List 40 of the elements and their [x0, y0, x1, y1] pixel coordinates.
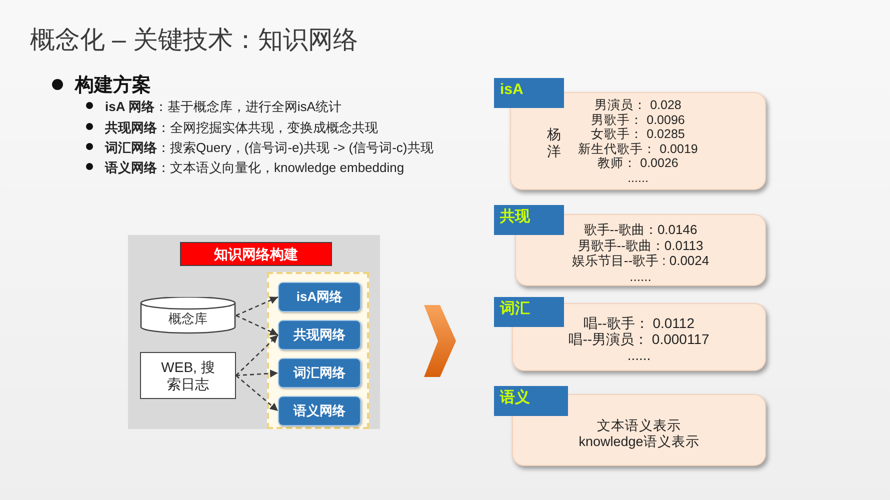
dashed-arrow [236, 314, 278, 336]
text-line: knowledge语义表示 [578, 434, 700, 450]
text-line: 新生代歌手： 0.0019 [578, 142, 698, 156]
bullet-text: 共现网络：全网挖掘实体共现，变换成概念共现 [105, 119, 378, 137]
bullet-text: 词汇网络：搜索Query，(信号词-e)共现 -> (信号词-c)共现 [105, 139, 434, 157]
text-line: 唱--男演员： 0.000117 [568, 331, 710, 347]
network-box: 词汇网络 [278, 358, 361, 388]
bullet-text: isA 网络：基于概念库，进行全网isA统计 [105, 98, 342, 116]
text-line: ...... [628, 170, 648, 186]
dashed-arrow [236, 296, 278, 316]
dashed-arrow [236, 375, 278, 412]
text-line: 男歌手： 0.0096 [591, 112, 685, 128]
dashed-arrow [236, 334, 278, 376]
text-line: 文本语义表示 [597, 418, 681, 434]
category-tab: 语义 [494, 386, 568, 416]
network-box: 共现网络 [278, 320, 361, 350]
page-title: 概念化 – 关键技术：知识网络 [30, 25, 358, 56]
category-tab: 共现 [494, 205, 564, 235]
text-line: 歌手--歌曲：0.0146 [584, 222, 698, 238]
network-box: isA网络 [278, 282, 361, 312]
text-line: 娱乐节目--歌手 : 0.0024 [572, 253, 710, 268]
entity-name: 杨洋 [547, 126, 561, 160]
text-line: ...... [630, 268, 652, 284]
dashed-arrow [236, 369, 278, 378]
network-box: 语义网络 [278, 396, 361, 426]
title-banner: 知识网络构建 [180, 242, 332, 266]
text-line: 男歌手--歌曲：0.0113 [578, 238, 704, 253]
category-tab: isA [494, 78, 564, 108]
section-heading: 构建方案 [75, 73, 151, 98]
text-line: 唱--歌手： 0.0112 [584, 315, 694, 331]
diagram-panel [128, 235, 380, 429]
category-tab: 词汇 [494, 297, 564, 327]
text-line: ...... [627, 347, 651, 363]
bullet-text: 语义网络：文本语义向量化，knowledge embedding [105, 159, 404, 177]
text-line: 男演员： 0.028 [594, 98, 682, 113]
process-box: WEB, 搜索日志 [140, 352, 236, 399]
text-line: 教师： 0.0026 [598, 156, 678, 171]
database-cylinder: 概念库 [140, 297, 236, 334]
dashed-container [267, 272, 369, 429]
text-line: 女歌手： 0.0285 [591, 127, 685, 142]
